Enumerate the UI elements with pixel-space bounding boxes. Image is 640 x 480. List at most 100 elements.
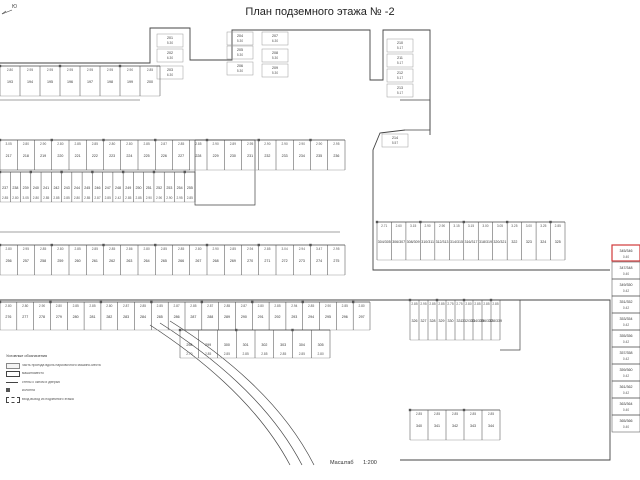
space-width-label: 2.60 (396, 224, 402, 228)
space-number: 331 (457, 319, 463, 323)
storage-room (226, 45, 254, 60)
legend-swatch-walls (6, 381, 18, 383)
space-width-label: 3.04 (282, 247, 288, 251)
space-width-label: 2.95 (333, 142, 339, 146)
space-number: 342 (452, 424, 458, 428)
space-width-label: 3.25 (511, 224, 517, 228)
space-width-label: 2.85 (147, 68, 153, 72)
space-number: 287 (190, 315, 196, 319)
space-number: 255 (187, 186, 193, 190)
space-width-label: 2.95 (27, 68, 33, 72)
space-number: 258 (40, 259, 46, 263)
space-width-label: 2.89 (230, 142, 236, 146)
space-width-label: 2.90 (264, 142, 270, 146)
legend-heading-text: Условные обозначения (6, 354, 48, 358)
space-width-label: 2.85 (53, 196, 59, 200)
space-width-label: 2.70 (186, 352, 192, 356)
space-width-label: 2.85 (190, 304, 196, 308)
storage-area: 6.30 (167, 56, 173, 60)
space-number: 278 (39, 315, 45, 319)
space-width-label: 2.85 (411, 302, 417, 306)
space-width-label: 2.80 (318, 352, 324, 356)
space-number: 231 (247, 154, 253, 158)
column-marker (200, 300, 204, 304)
space-number: 259 (57, 259, 63, 263)
space-width-label: 2.94 (299, 247, 305, 251)
space-number: 281 (90, 315, 96, 319)
space-width-label: 2.85 (452, 412, 458, 416)
storage-room (386, 68, 414, 83)
space-number: 268 (213, 259, 219, 263)
space-number: 249 (125, 186, 131, 190)
space-width-label: 2.80 (33, 196, 39, 200)
space-width-label: 3.15 (410, 224, 416, 228)
space-width-label: 2.94 (291, 304, 297, 308)
space-width-label: 2.90 (39, 304, 45, 308)
column-marker (49, 300, 52, 304)
space-number: 304/305 (378, 240, 391, 244)
space-number: 326 (412, 319, 418, 323)
space-width-label: 2.87 (241, 304, 247, 308)
column-marker (0, 138, 2, 142)
space-width-label: 2.80 (6, 247, 12, 251)
space-number: 197 (87, 80, 93, 84)
column-marker (183, 170, 186, 174)
space-number: 263 (126, 259, 132, 263)
storage-number: 207 (272, 34, 278, 38)
space-width-label: 2.80 (126, 142, 132, 146)
space-width-label: 0.40 (623, 408, 629, 412)
space-number: 199 (127, 80, 133, 84)
space-number: 243 (64, 186, 70, 190)
space-width-label: 2.90 (439, 224, 445, 228)
space-number: 253 (166, 186, 172, 190)
space-width-label: 3.15 (468, 224, 474, 228)
space-number: 257 (23, 259, 29, 263)
space-number: 300 (224, 343, 230, 347)
column-marker (154, 138, 157, 142)
space-width-label: 2.90 (316, 142, 322, 146)
space-width-label: 2.90 (166, 196, 172, 200)
outer-wall (0, 299, 611, 461)
space-width-label: 2.80 (57, 142, 63, 146)
space-width-label: 2.85 (2, 196, 8, 200)
column-marker (301, 300, 304, 304)
column-marker (351, 300, 355, 304)
space-number: 219 (40, 154, 46, 158)
space-width-label: 2.85 (75, 142, 81, 146)
space-number: 330 (448, 319, 454, 323)
space-number: 301 (243, 343, 249, 347)
space-number: 245 (84, 186, 90, 190)
space-width-label: 2.90 (325, 304, 331, 308)
space-number: 323 (526, 240, 532, 244)
space-width-label: 3.05 (497, 224, 503, 228)
space-number: 305 (318, 343, 324, 347)
space-number: 308/309 (407, 240, 420, 244)
space-width-label: 3.00 (482, 224, 488, 228)
legend-item: колонна (6, 386, 156, 395)
space-width-label: 2.85 (224, 352, 230, 356)
space-width-label: 2.85 (261, 352, 267, 356)
space-number: 251 (146, 186, 152, 190)
space-number: 318/319 (479, 240, 492, 244)
space-number: 269 (230, 259, 236, 263)
legend-item-text: машиноместо (22, 371, 44, 376)
north-arrow: Ю (0, 4, 30, 16)
compass-arrow-icon (1, 9, 13, 15)
space-number: 275 (333, 259, 339, 263)
space-number: 283 (123, 315, 129, 319)
space-width-label: 2.75 (456, 302, 462, 306)
space-number: 232 (264, 154, 270, 158)
space-width-label: 2.95 (176, 196, 182, 200)
space-width-label: 2.85 (105, 196, 111, 200)
space-width-label: 2.90 (213, 247, 219, 251)
column-marker (489, 298, 493, 302)
legend-item-text: колонна (22, 388, 35, 393)
space-number: 270 (247, 259, 253, 263)
space-number: 285 (157, 315, 163, 319)
column-marker (375, 220, 379, 224)
space-outline (611, 346, 640, 365)
space-width-label: 0.42 (623, 374, 629, 378)
space-number: 291 (258, 315, 264, 319)
compass-label: Ю (12, 4, 18, 10)
